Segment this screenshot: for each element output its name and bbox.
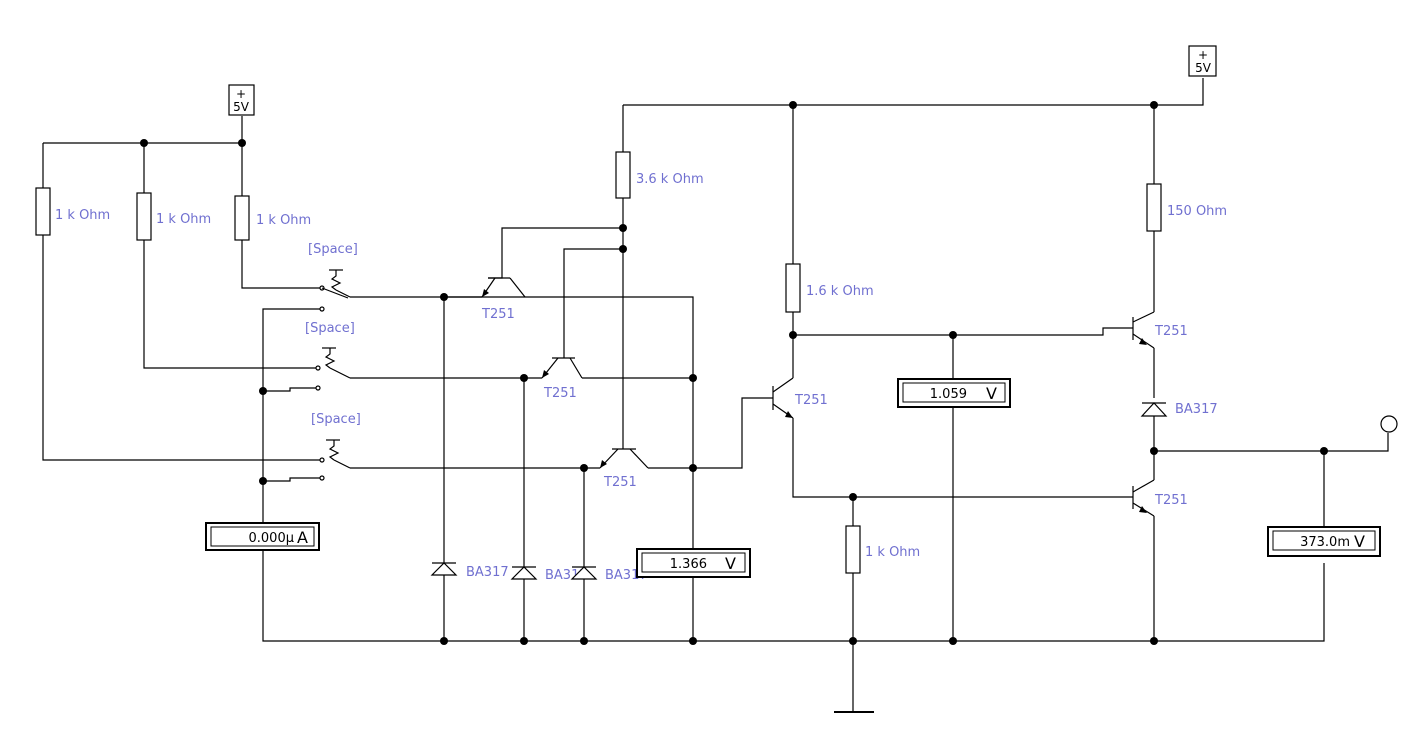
voltmeter-mid[interactable]: 1.059 V bbox=[897, 378, 1011, 408]
diode-in3[interactable]: BA317 bbox=[570, 566, 648, 583]
voltmeter-mid-unit: V bbox=[986, 384, 997, 403]
voltmeter-output-unit: V bbox=[1354, 532, 1365, 551]
ammeter[interactable]: 0.000µ A bbox=[205, 522, 320, 551]
transistor-bottom[interactable]: T251 bbox=[1132, 479, 1188, 517]
switch-3[interactable]: [Space] bbox=[311, 412, 361, 481]
switch-1[interactable]: [Space] bbox=[308, 242, 358, 312]
resistor-collector[interactable]: 150 Ohm bbox=[1146, 183, 1227, 232]
resistor-in3-label: 1 k Ohm bbox=[256, 213, 311, 228]
supply-plus-left: + bbox=[236, 87, 246, 101]
output-terminal[interactable] bbox=[1380, 415, 1398, 433]
voltmeter-output-value: 373.0m bbox=[1300, 535, 1350, 550]
diode-in1-label: BA317 bbox=[466, 565, 509, 580]
resistor-phase[interactable]: 1.6 k Ohm bbox=[785, 263, 874, 313]
voltmeter-input-value: 1.366 bbox=[670, 557, 707, 572]
switch-2-key: [Space] bbox=[305, 321, 355, 336]
wires bbox=[42, 78, 1389, 713]
transistor-in1[interactable]: T251 bbox=[481, 277, 515, 322]
resistor-emitter-label: 1 k Ohm bbox=[865, 545, 920, 560]
junction-dots bbox=[140, 101, 1328, 645]
resistor-in2[interactable]: 1 k Ohm bbox=[136, 192, 211, 241]
transistor-phase-label: T251 bbox=[794, 393, 828, 408]
transistor-in2-label: T251 bbox=[543, 386, 577, 401]
supply-right[interactable]: + 5V bbox=[1188, 45, 1217, 77]
supply-plus-right: + bbox=[1198, 48, 1208, 62]
ammeter-value: 0.000µ bbox=[249, 531, 295, 546]
resistor-phase-label: 1.6 k Ohm bbox=[806, 284, 874, 299]
transistor-bottom-label: T251 bbox=[1154, 493, 1188, 508]
supply-left[interactable]: + 5V bbox=[228, 84, 255, 116]
resistor-in1-label: 1 k Ohm bbox=[55, 208, 110, 223]
resistor-collector-label: 150 Ohm bbox=[1167, 204, 1227, 219]
diode-in1[interactable]: BA317 bbox=[430, 562, 509, 580]
resistor-in1[interactable]: 1 k Ohm bbox=[35, 187, 110, 236]
switch-2[interactable]: [Space] bbox=[305, 321, 355, 391]
transistor-top[interactable]: T251 bbox=[1132, 311, 1188, 349]
diode-out[interactable]: BA317 bbox=[1140, 402, 1218, 417]
switch-1-key: [Space] bbox=[308, 242, 358, 257]
switch-3-key: [Space] bbox=[311, 412, 361, 427]
supply-right-label: 5V bbox=[1195, 61, 1212, 75]
resistor-emitter[interactable]: 1 k Ohm bbox=[845, 525, 920, 574]
voltmeter-mid-value: 1.059 bbox=[930, 387, 967, 402]
transistor-in3-label: T251 bbox=[603, 475, 637, 490]
diode-out-label: BA317 bbox=[1175, 402, 1218, 417]
resistor-base-label: 3.6 k Ohm bbox=[636, 172, 704, 187]
transistor-top-label: T251 bbox=[1154, 324, 1188, 339]
resistor-in2-label: 1 k Ohm bbox=[156, 212, 211, 227]
transistor-in3[interactable]: T251 bbox=[599, 448, 649, 490]
supply-left-label: 5V bbox=[233, 100, 250, 114]
transistor-in2[interactable]: T251 bbox=[541, 357, 583, 401]
resistor-in3[interactable]: 1 k Ohm bbox=[234, 195, 311, 241]
resistor-base[interactable]: 3.6 k Ohm bbox=[615, 151, 704, 199]
ammeter-unit: A bbox=[297, 528, 308, 547]
voltmeter-input[interactable]: 1.366 V bbox=[636, 548, 751, 578]
voltmeter-input-unit: V bbox=[725, 554, 736, 573]
transistor-in1-label: T251 bbox=[481, 307, 515, 322]
voltmeter-output[interactable]: 373.0m V bbox=[1267, 526, 1381, 557]
transistor-phase[interactable]: T251 bbox=[772, 377, 828, 419]
